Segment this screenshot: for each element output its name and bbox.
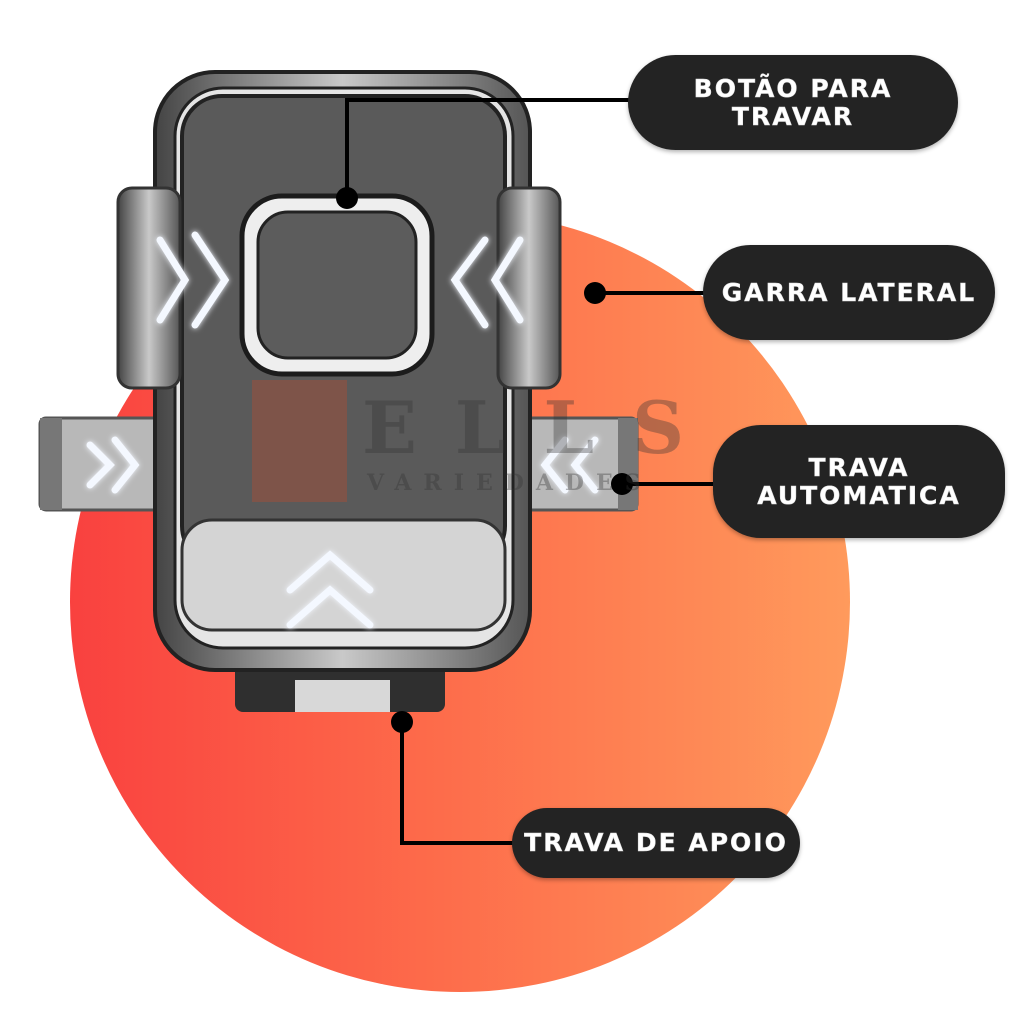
label-text: GARRA LATERAL: [721, 277, 977, 307]
label-text: TRAVAR: [731, 101, 855, 131]
label-lock-button: BOTÃO PARA TRAVAR: [628, 55, 958, 150]
watermark-sub: VARIEDADES: [367, 470, 653, 496]
lock-button-marker: [336, 187, 358, 209]
support-lock-marker: [391, 711, 413, 733]
label-text: AUTOMATICA: [757, 480, 961, 510]
auto-lock-marker: [611, 473, 633, 495]
label-support-lock: TRAVA DE APOIO: [512, 808, 800, 878]
watermark-brand: ELLS: [362, 385, 723, 470]
label-text: TRAVA: [808, 452, 910, 482]
label-auto-lock: TRAVA AUTOMATICA: [713, 425, 1005, 538]
label-text: TRAVA DE APOIO: [524, 828, 788, 857]
watermark: ELLS VARIEDADES: [252, 380, 684, 502]
side-clamp-marker: [584, 282, 606, 304]
right-side-claw: [496, 186, 562, 390]
left-side-claw: [116, 186, 182, 390]
label-text: BOTÃO PARA: [693, 73, 893, 103]
label-side-clamp: GARRA LATERAL: [703, 245, 995, 340]
